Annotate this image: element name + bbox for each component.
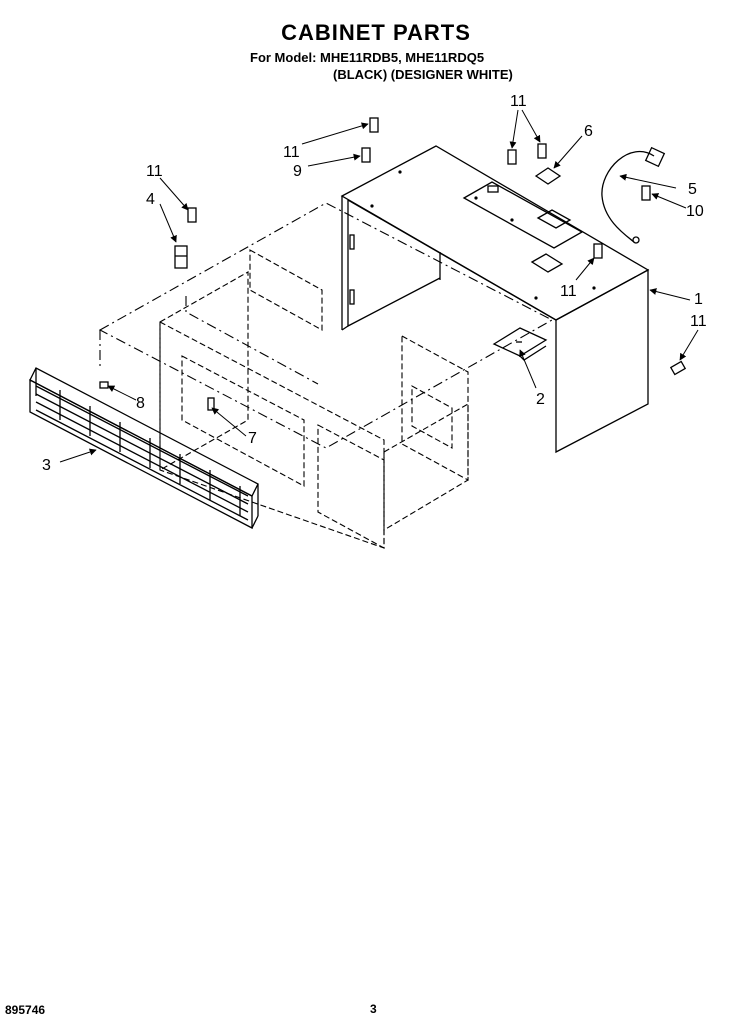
callout-8: 8 — [136, 395, 145, 412]
callout-4: 4 — [146, 191, 155, 208]
callout-5: 5 — [688, 181, 697, 198]
leader-lines — [59, 109, 699, 463]
screw-fasteners — [99, 117, 687, 411]
outer-cabinet-wrapper — [340, 145, 650, 454]
callout-11-left: 11 — [146, 163, 163, 180]
callout-11-mid: 11 — [560, 283, 577, 300]
callout-6: 6 — [584, 123, 593, 140]
callout-3: 3 — [42, 457, 51, 474]
callout-11-side: 11 — [690, 313, 707, 330]
page-number: 3 — [370, 1002, 377, 1016]
document-code: 895746 — [5, 1003, 46, 1017]
callout-11-top: 11 — [283, 144, 300, 161]
vent-grille — [29, 367, 259, 530]
callout-11-right-top: 11 — [510, 93, 527, 110]
mounting-bracket — [492, 327, 548, 361]
left-side-bracket — [174, 245, 188, 269]
callout-2: 2 — [536, 391, 545, 408]
callout-7: 7 — [248, 430, 257, 447]
callout-10: 10 — [686, 203, 704, 220]
inner-cavity-outline — [98, 202, 554, 549]
cord-clamp — [534, 167, 562, 185]
model-colors: (BLACK) (DESIGNER WHITE) — [333, 67, 513, 82]
model-numbers: For Model: MHE11RDB5, MHE11RDQ5 — [250, 50, 485, 65]
callout-1: 1 — [694, 291, 703, 308]
callout-9: 9 — [293, 163, 302, 180]
power-cord — [601, 146, 666, 244]
page-title: CABINET PARTS — [281, 20, 471, 45]
